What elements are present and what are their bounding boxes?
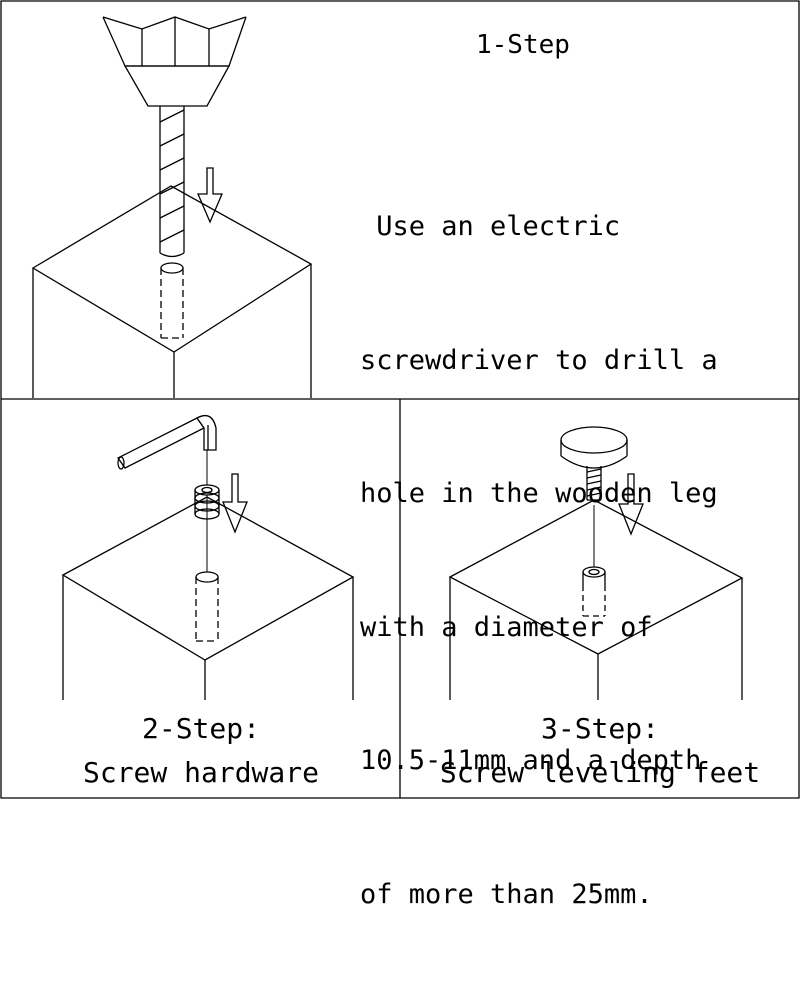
drill-hole (161, 263, 183, 338)
drill-bit-icon (160, 106, 184, 257)
leveling-foot-icon (561, 427, 627, 500)
wooden-leg-block (33, 186, 311, 398)
wooden-leg-block (63, 497, 353, 700)
instruction-line: of more than 25mm. (360, 878, 653, 910)
drill-chuck-icon (103, 17, 246, 106)
instruction-sheet: 1-Step Use an electric screwdriver to dr… (0, 0, 800, 910)
hex-key-icon (118, 416, 216, 469)
step2-illustration (63, 416, 353, 700)
instruction-line: with a diameter of (360, 611, 653, 643)
diagram-canvas (0, 0, 800, 799)
instruction-line: screwdriver to drill a (360, 344, 718, 376)
instruction-line: hole in the wooden leg (360, 478, 718, 509)
step1-illustration (33, 17, 311, 398)
down-arrow-icon (198, 168, 222, 222)
wooden-leg-block (450, 500, 742, 700)
down-arrow-icon (619, 474, 643, 534)
step3-title: 3-Step: (540, 712, 659, 745)
drill-hole (196, 572, 218, 641)
instruction-line: Use an electric (360, 211, 621, 242)
step2-caption: Screw hardware (82, 756, 319, 789)
instruction-line: 10.5-11mm and a depth (360, 745, 702, 776)
step1-instructions: Use an electric screwdriver to drill a h… (360, 116, 718, 1006)
step3-caption: Screw leveling feet (439, 756, 761, 789)
threaded-insert-icon (195, 485, 219, 519)
step3-illustration (450, 427, 742, 700)
down-arrow-icon (223, 474, 247, 532)
step1-title: 1-Step (476, 30, 570, 60)
step2-title: 2-Step: (141, 712, 260, 745)
